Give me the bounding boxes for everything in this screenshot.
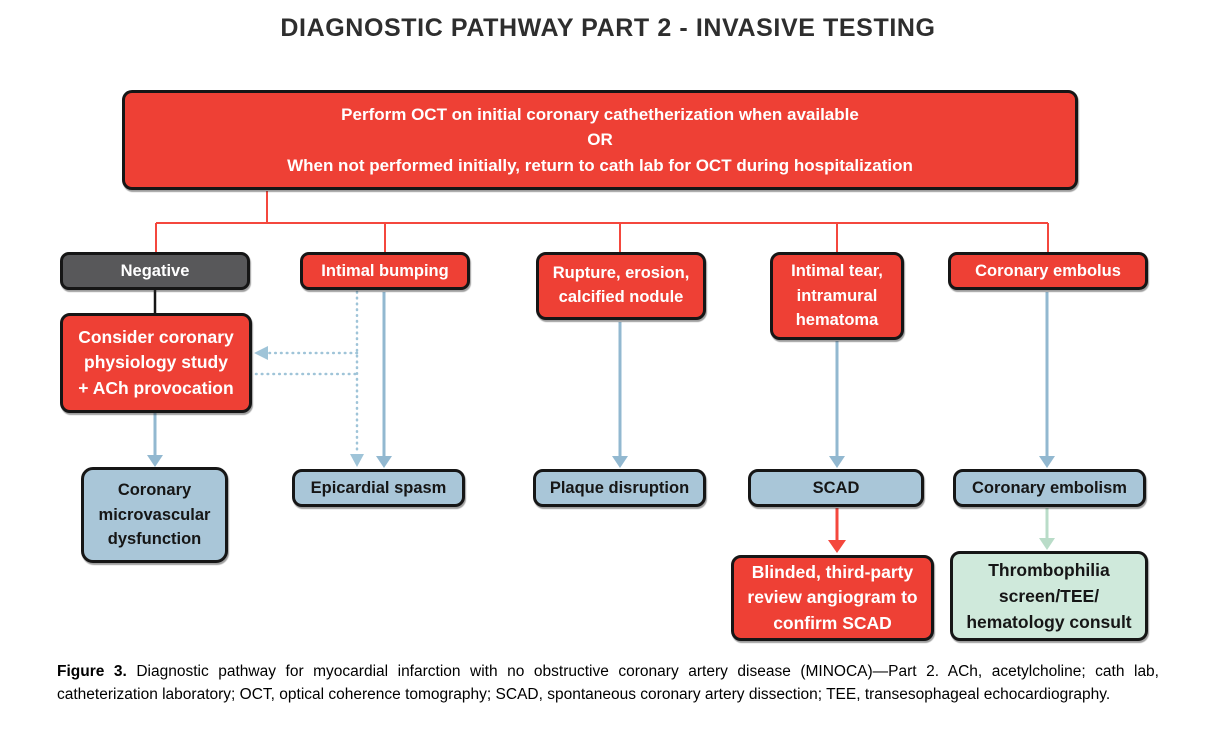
- arrowhead-spasm-dotted: [350, 454, 364, 467]
- red-arrow-scad: [828, 508, 846, 553]
- arrowhead-spasm-solid: [376, 456, 392, 468]
- node-scad: SCAD: [748, 469, 924, 507]
- node-negative: Negative: [60, 252, 250, 290]
- figure-title: DIAGNOSTIC PATHWAY PART 2 - INVASIVE TES…: [280, 14, 936, 42]
- caption-text: Diagnostic pathway for myocardial infarc…: [57, 663, 1159, 703]
- node-epicardial-spasm: Epicardial spasm: [292, 469, 465, 507]
- caption-figure-label: Figure 3.: [57, 663, 127, 680]
- node-consider-physiology: Consider coronary physiology study + ACh…: [60, 313, 252, 413]
- tree-red-lines: [155, 191, 1049, 253]
- figure-caption: Figure 3. Diagnostic pathway for myocard…: [57, 661, 1159, 707]
- node-intimal-bumping: Intimal bumping: [300, 252, 470, 290]
- node-rupture-erosion: Rupture, erosion, calcified nodule: [536, 252, 706, 320]
- green-arrow-embolism: [1039, 508, 1055, 550]
- node-coronary-embolus: Coronary embolus: [948, 252, 1148, 290]
- node-perform-oct: Perform OCT on initial coronary cathethe…: [122, 90, 1078, 190]
- arrowhead-microvascular: [147, 455, 163, 467]
- dotted-arrows: [254, 290, 364, 467]
- arrowhead-consider: [254, 346, 268, 360]
- node-coronary-embolism: Coronary embolism: [953, 469, 1146, 507]
- node-thrombophilia-workup: Thrombophilia screen/TEE/ hematology con…: [950, 551, 1148, 641]
- blue-arrows: [147, 292, 1055, 468]
- node-intimal-tear: Intimal tear, intramural hematoma: [770, 252, 904, 340]
- arrowhead-scad: [829, 456, 845, 468]
- node-microvascular-dysfunction: Coronary microvascular dysfunction: [81, 467, 228, 563]
- arrowhead-embolism: [1039, 456, 1055, 468]
- arrowhead-plaque: [612, 456, 628, 468]
- node-blinded-review: Blinded, third-party review angiogram to…: [731, 555, 934, 641]
- node-plaque-disruption: Plaque disruption: [533, 469, 706, 507]
